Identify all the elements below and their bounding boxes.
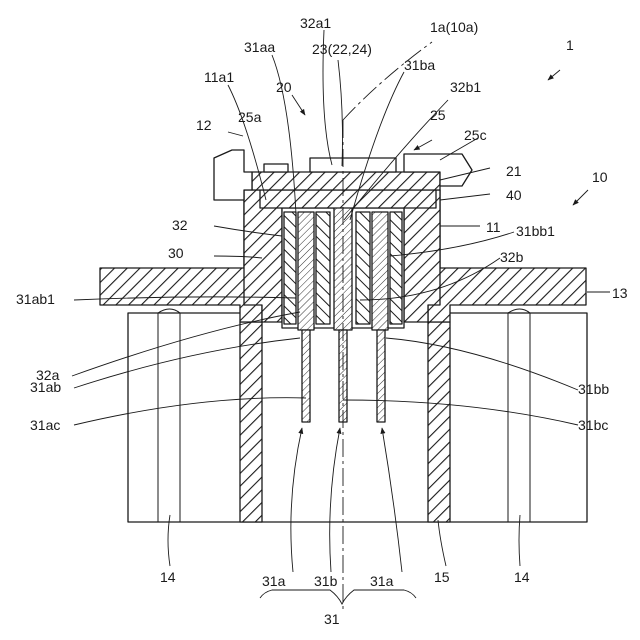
label-21: 21 xyxy=(506,163,522,179)
label-25c: 25c xyxy=(464,127,487,143)
label-31ac: 31ac xyxy=(30,417,60,433)
label-11a1: 11a1 xyxy=(204,69,234,85)
label-31b: 31b xyxy=(314,573,338,589)
label-25: 25 xyxy=(430,107,446,123)
label-20: 20 xyxy=(276,79,292,95)
plate-21 xyxy=(252,172,440,190)
label-32b1: 32b1 xyxy=(450,79,481,95)
label-32a: 32a xyxy=(36,367,60,383)
sleeve-right xyxy=(428,322,450,522)
label-40: 40 xyxy=(506,187,522,203)
label-31aa: 31aa xyxy=(244,39,275,55)
label-31a-left: 31a xyxy=(262,573,286,589)
label-30: 30 xyxy=(168,245,184,261)
label-14-right: 14 xyxy=(514,569,530,585)
label-23: 23(22,24) xyxy=(312,41,372,57)
label-32b: 32b xyxy=(500,249,524,265)
label-15: 15 xyxy=(434,569,450,585)
base-block xyxy=(128,309,587,522)
label-11: 11 xyxy=(486,219,501,235)
label-31bb1: 31bb1 xyxy=(516,223,555,239)
label-31a-right: 31a xyxy=(370,573,394,589)
label-31: 31 xyxy=(324,611,340,627)
label-31bb: 31bb xyxy=(578,381,609,397)
label-1a: 1a(10a) xyxy=(430,19,478,35)
label-12: 12 xyxy=(196,117,212,133)
label-31ba: 31ba xyxy=(404,57,435,73)
label-31ab1: 31ab1 xyxy=(16,291,55,307)
label-10: 10 xyxy=(592,169,608,185)
sleeve-left xyxy=(240,322,262,522)
label-1: 1 xyxy=(566,37,574,53)
label-31bc: 31bc xyxy=(578,417,608,433)
label-32a1: 32a1 xyxy=(300,15,331,31)
label-25a: 25a xyxy=(238,109,262,125)
label-14-left: 14 xyxy=(160,569,176,585)
label-32: 32 xyxy=(172,217,188,233)
board-40 xyxy=(260,190,436,208)
label-13: 13 xyxy=(612,285,628,301)
